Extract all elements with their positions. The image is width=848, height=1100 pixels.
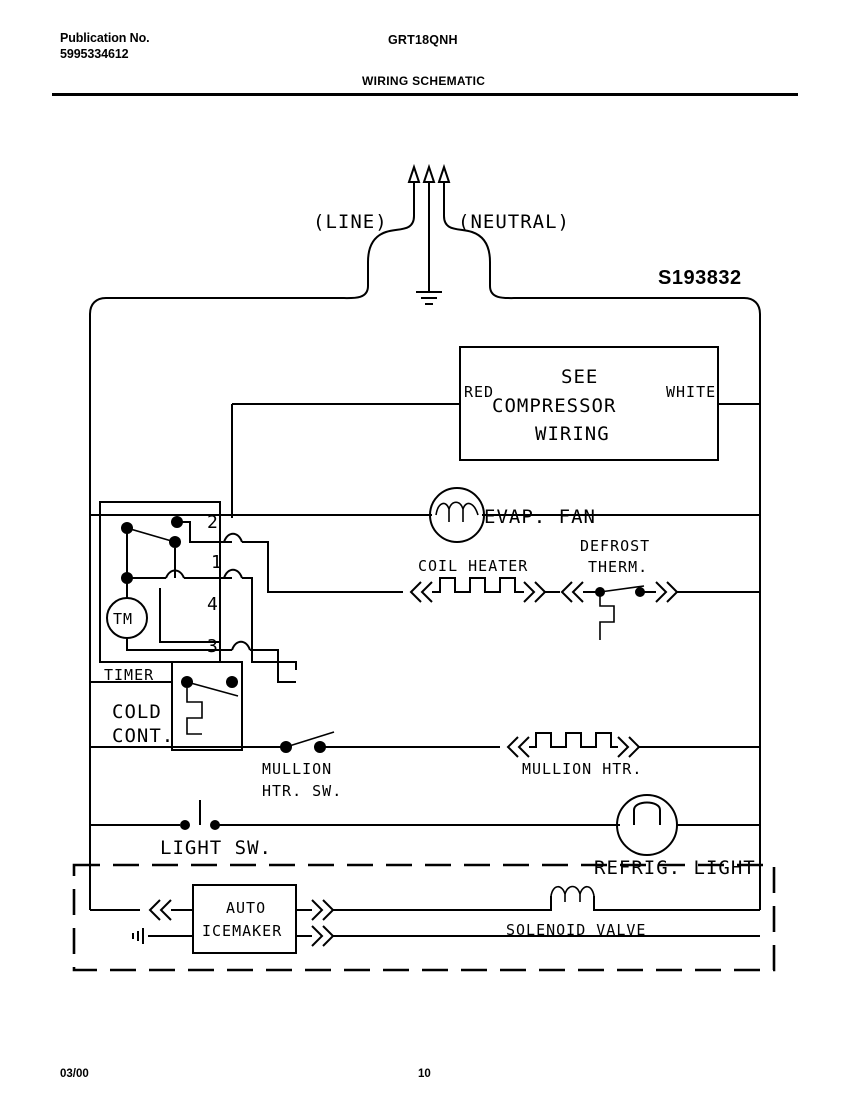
timer-motor-label: TM — [113, 610, 133, 628]
wire-hops — [223, 532, 297, 683]
compressor-leads — [231, 403, 760, 518]
timer-terminal-1: 1 — [211, 552, 222, 573]
defrost-therm-label-1: DEFROST — [580, 537, 650, 555]
timer-terminal-4: 4 — [207, 594, 218, 615]
revision-date: 03/00 — [60, 1068, 89, 1080]
defrost-thermostat: DEFROST THERM. — [560, 537, 760, 640]
page-footer: 03/00 10 — [0, 1060, 848, 1100]
document-title: WIRING SCHEMATIC — [362, 74, 486, 88]
publication-block: Publication No. 5995334612 — [60, 30, 150, 62]
timer-title: TIMER — [104, 666, 154, 684]
red-lead-label: RED — [464, 383, 494, 401]
timer-terminals: 2 1 4 3 — [207, 512, 222, 657]
neutral-label: (NEUTRAL) — [458, 211, 570, 233]
mullion-sw-label-2: HTR. SW. — [262, 782, 342, 800]
defrost-therm-label-2: THERM. — [588, 558, 648, 576]
header-divider — [52, 93, 798, 96]
main-frame — [89, 297, 761, 864]
page-number: 10 — [418, 1068, 431, 1080]
coil-heater-circuit: COIL HEATER — [290, 557, 560, 603]
light-circuit: LIGHT SW. REFRIG. LIGHT — [90, 794, 760, 879]
page-header: Publication No. 5995334612 GRT18QNH WIRI… — [0, 0, 848, 110]
icemaker-line2: ICEMAKER — [202, 922, 282, 940]
icemaker-section: AUTO ICEMAKER SOLENOID VALVE — [72, 863, 776, 972]
supply-arrows — [407, 163, 451, 183]
mullion-sw-label-1: MULLION — [262, 760, 332, 778]
serial-number: S193832 — [658, 267, 742, 289]
mullion-htr-label: MULLION HTR. — [522, 760, 642, 778]
compressor-line3: WIRING — [535, 423, 610, 445]
refrig-light-label: REFRIG. LIGHT — [594, 857, 756, 879]
cold-control-module: COLD CONT. — [90, 661, 243, 751]
line-label: (LINE) — [313, 211, 388, 233]
solenoid-valve-label: SOLENOID VALVE — [506, 921, 646, 939]
evap-fan-circuit: EVAP. FAN — [90, 487, 760, 543]
mullion-heater-circuit: MULLION HTR. SW. MULLION HTR. — [90, 731, 760, 800]
timer-terminal-3: 3 — [207, 636, 218, 657]
compressor-box: SEE COMPRESSOR WIRING RED WHITE — [459, 346, 719, 461]
ground-symbol — [416, 291, 442, 305]
coil-heater-label: COIL HEATER — [418, 557, 528, 575]
icemaker-line1: AUTO — [226, 899, 266, 917]
compressor-line1: SEE — [561, 366, 598, 388]
cold-control-line2: CONT. — [112, 725, 174, 747]
supply-wires — [339, 182, 519, 300]
white-lead-label: WHITE — [666, 383, 716, 401]
publication-label: Publication No. — [60, 31, 150, 45]
timer-module: TIMER TM — [99, 501, 232, 684]
light-sw-label: LIGHT SW. — [160, 837, 272, 859]
wiring-schematic: (LINE) (NEUTRAL) S193832 SEE COMPRESSOR … — [0, 110, 848, 1050]
evap-fan-label: EVAP. FAN — [484, 506, 596, 528]
cold-control-line1: COLD — [112, 701, 162, 723]
compressor-line2: COMPRESSOR — [492, 395, 616, 417]
publication-number: 5995334612 — [60, 47, 129, 61]
timer-terminal-2: 2 — [207, 512, 218, 533]
model-number: GRT18QNH — [388, 33, 458, 47]
